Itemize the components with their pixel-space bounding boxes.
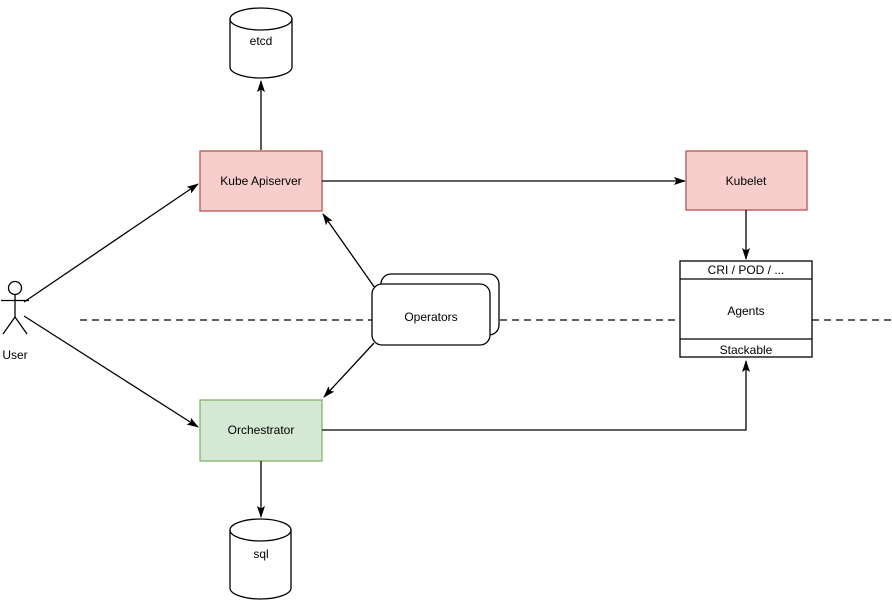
etcd-label: etcd: [250, 34, 273, 48]
sql-label: sql: [253, 547, 268, 561]
edge-orchestrator-to-stackable: [322, 360, 750, 431]
node-kube-apiserver: Kube Apiserver: [199, 150, 323, 212]
user-actor-leg-left: [2, 316, 16, 335]
orchestrator-label: Orchestrator: [228, 423, 295, 437]
kube-apiserver-box: [199, 150, 323, 212]
node-kubelet: Kubelet: [685, 150, 808, 211]
orchestrator-box: [199, 399, 323, 462]
node-orchestrator: Orchestrator: [199, 399, 323, 462]
edge-user-to-apiserver: [23, 183, 199, 303]
kube-apiserver-label: Kube Apiserver: [220, 174, 301, 188]
sql-cylinder-rim: [229, 529, 292, 542]
cri-pod-label: CRI / POD / ...: [708, 263, 785, 277]
operators-label: Operators: [404, 310, 457, 324]
kubelet-box: [685, 150, 808, 211]
edges-layer: [23, 80, 750, 518]
node-user-actor: User: [1, 280, 29, 362]
node-sql: sql: [229, 518, 292, 600]
edge-operators-to-apiserver: [322, 213, 376, 289]
etcd-cylinder-rim: [229, 18, 293, 31]
agents-stack-box: [679, 260, 813, 358]
node-operators: Operators: [371, 273, 500, 346]
user-actor-head: [7, 280, 23, 296]
user-actor-leg-right: [14, 316, 28, 335]
agents-label: Agents: [727, 304, 764, 318]
edge-operators-to-orchestrator: [323, 342, 375, 398]
edge-user-to-orchestrator: [23, 315, 199, 428]
kubelet-label: Kubelet: [726, 174, 767, 188]
stackable-label: Stackable: [720, 343, 773, 357]
operators-front-card: [371, 283, 491, 346]
node-agents-stack: CRI / POD / ... Agents Stackable: [679, 260, 813, 358]
user-label: User: [2, 348, 27, 362]
node-etcd: etcd: [229, 7, 293, 79]
etcd-cylinder-shape: [229, 7, 293, 79]
